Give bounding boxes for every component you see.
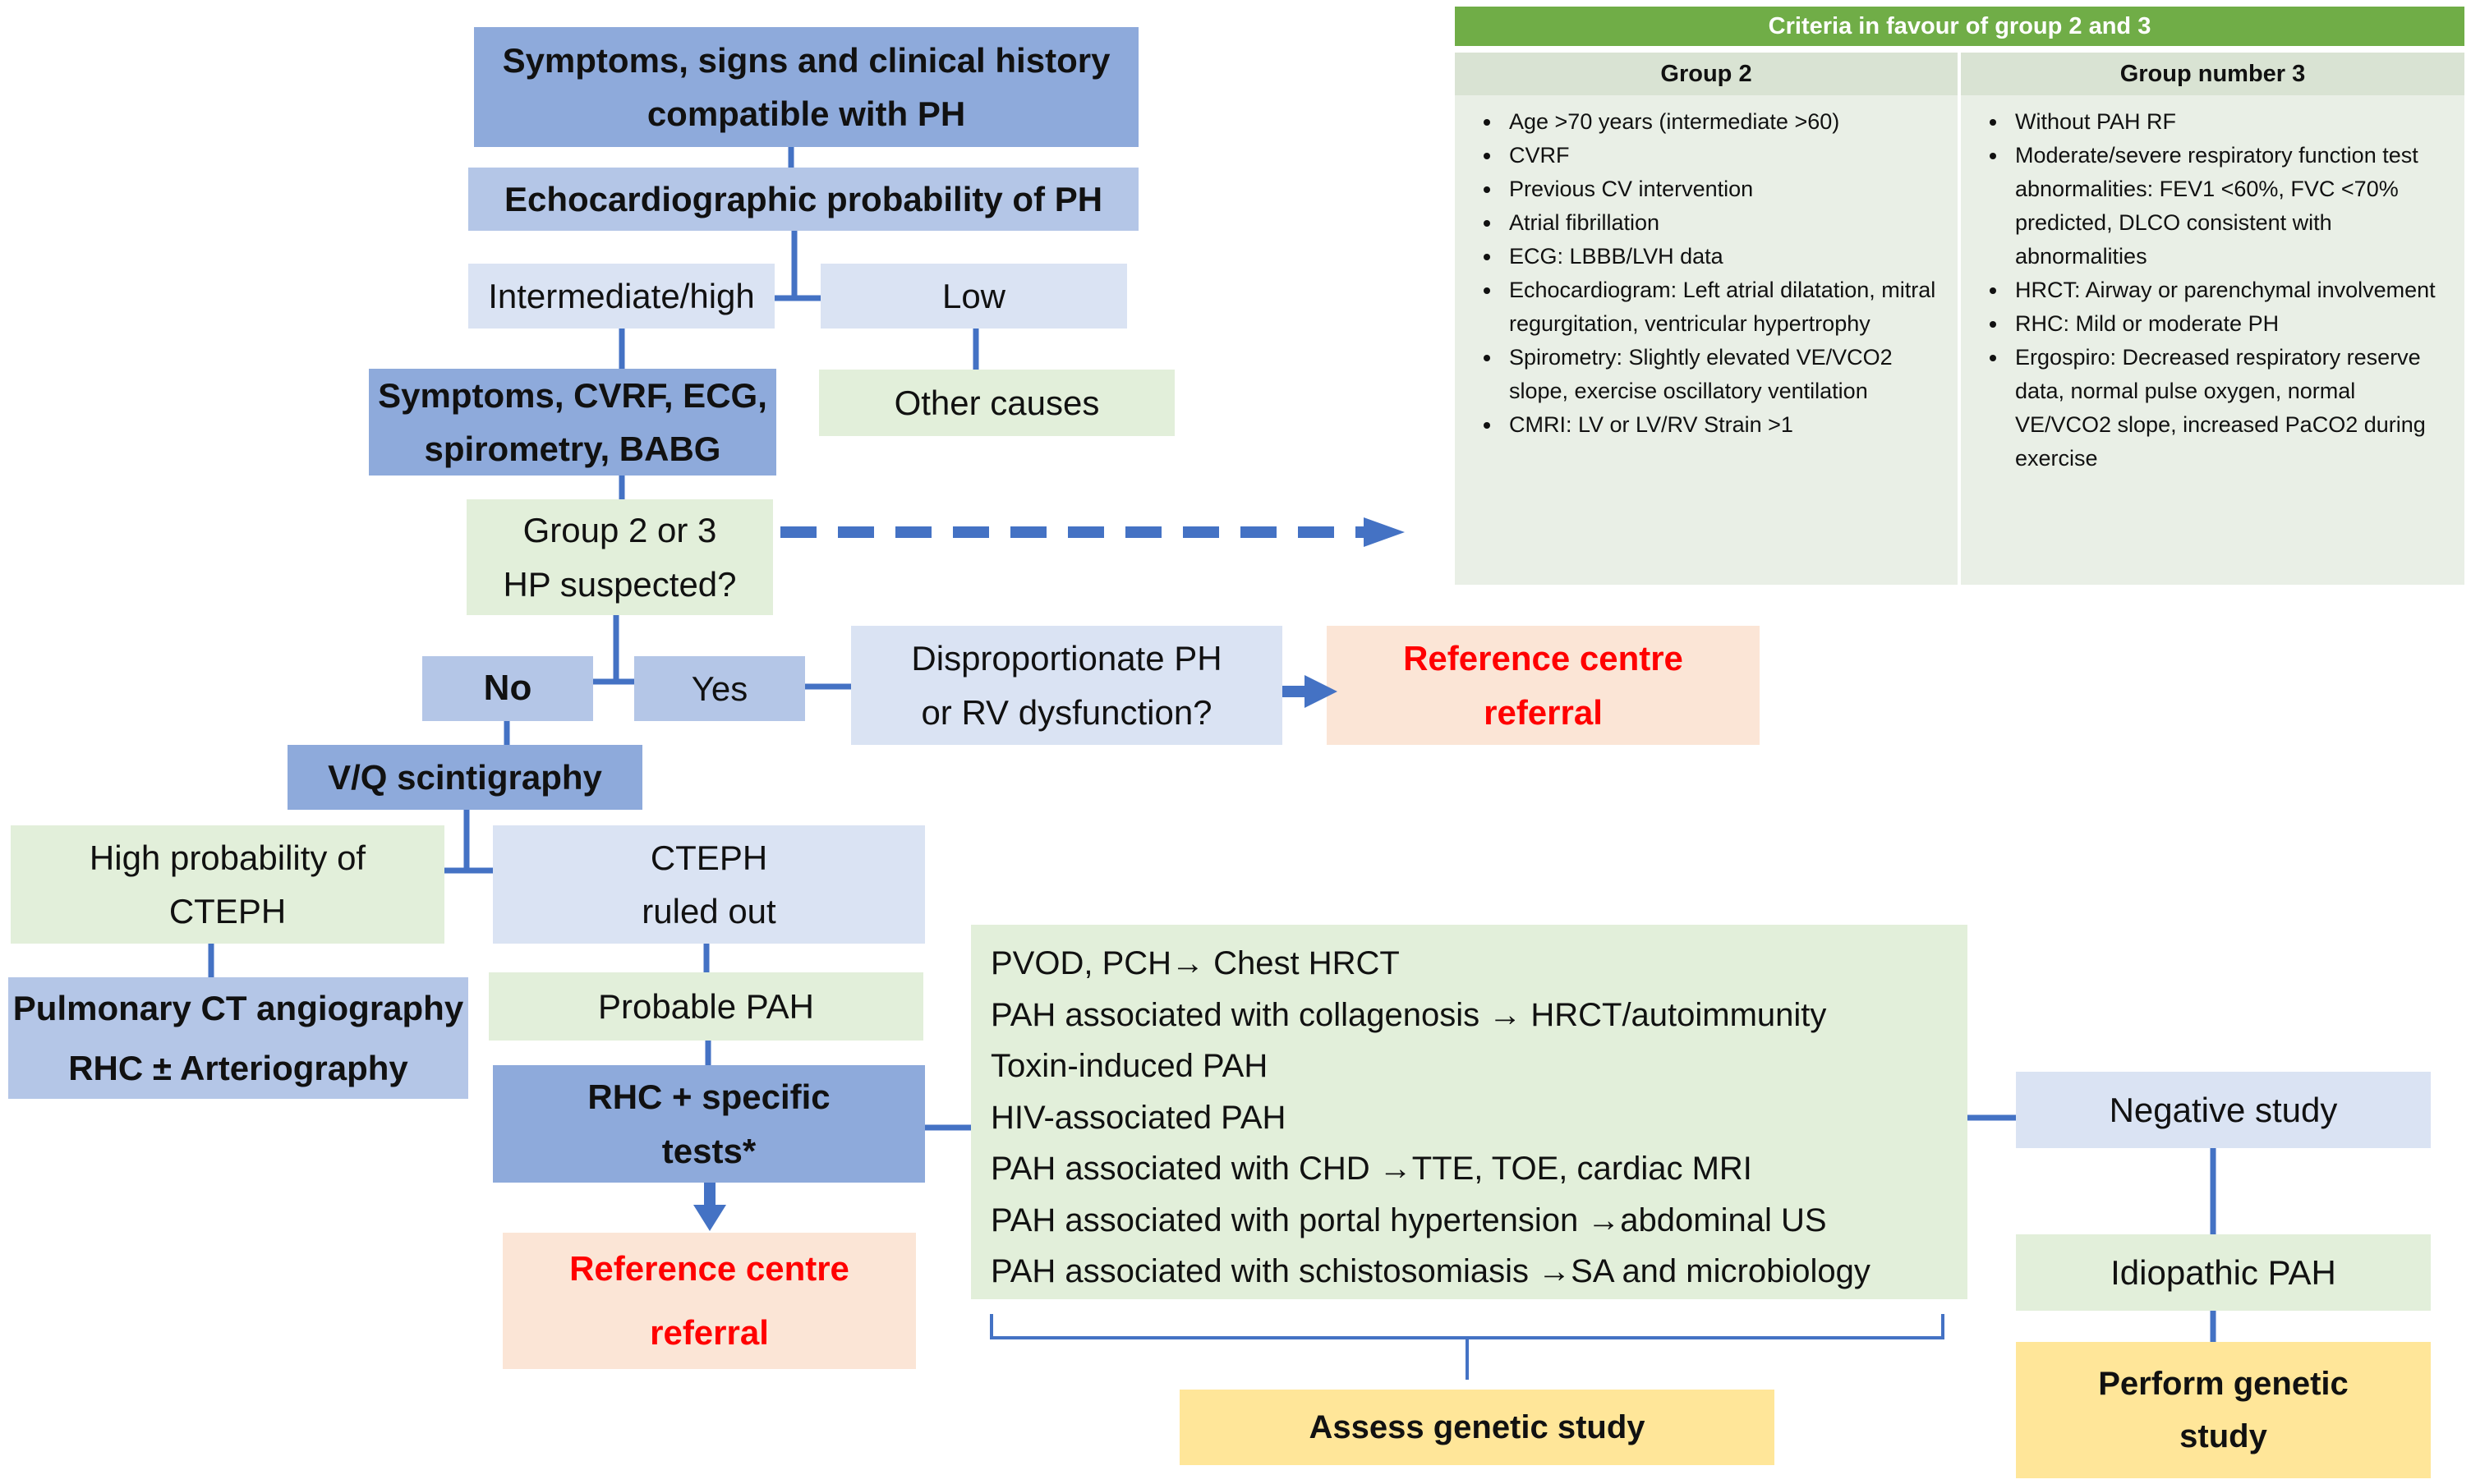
cteph-high-line-1: High probability of <box>89 838 366 877</box>
disproportionate-line-2: or RV dysfunction? <box>921 692 1212 732</box>
probable-pah-box: Probable PAH <box>489 972 923 1041</box>
start-line-2: compatible with PH <box>647 94 966 133</box>
group3-column: Group number 3 Without PAH RF Moderate/s… <box>1961 53 2464 585</box>
ct-angio-line-1: Pulmonary CT angiography <box>12 988 464 1027</box>
start-line-1: Symptoms, signs and clinical history <box>502 40 1111 80</box>
arrow-to-referral-bottom <box>693 1183 726 1231</box>
echo-box: Echocardiographic probability of PH <box>468 168 1139 231</box>
ct-angio-box: Pulmonary CT angiography RHC ± Arteriogr… <box>8 977 468 1099</box>
group3-item: RHC: Mild or moderate PH <box>2009 307 2456 341</box>
group-question-line-2: HP suspected? <box>503 564 737 604</box>
group-question-box: Group 2 or 3 HP suspected? <box>467 499 773 615</box>
perform-genetic-line-1: Perform genetic <box>2098 1366 2349 1402</box>
cteph-out-box: CTEPH ruled out <box>493 825 925 944</box>
assessment-line-1: Symptoms, CVRF, ECG, <box>378 375 767 415</box>
referral-top-line-1: Reference centre <box>1403 639 1683 678</box>
bracket-to-assess-genetic <box>990 1314 1944 1380</box>
pah-subtype-item: PAH associated with collagenosis → HRCT/… <box>991 996 1827 1033</box>
cteph-high-box: High probability of CTEPH <box>11 825 444 944</box>
group2-column: Group 2 Age >70 years (intermediate >60)… <box>1455 53 1958 585</box>
cteph-out-line-1: CTEPH <box>650 838 768 877</box>
assessment-line-2: spirometry, BABG <box>424 430 721 468</box>
group3-item: HRCT: Airway or parenchymal involvement <box>2009 273 2456 307</box>
group2-item: ECG: LBBB/LVH data <box>1502 240 1949 273</box>
assess-genetic-box: Assess genetic study <box>1180 1390 1774 1465</box>
negative-study-box: Negative study <box>2016 1072 2431 1148</box>
other-causes-box: Other causes <box>819 370 1175 436</box>
criteria-table: Criteria in favour of group 2 and 3 Grou… <box>1455 7 2464 585</box>
echo-label: Echocardiographic probability of PH <box>504 179 1103 218</box>
probable-pah-label: Probable PAH <box>597 986 815 1026</box>
answer-no-label: No <box>483 668 532 709</box>
pah-subtype-item: HIV-associated PAH <box>991 1099 1286 1136</box>
group3-list: Without PAH RF Moderate/severe respirato… <box>1961 95 2464 476</box>
answer-yes-box: Yes <box>634 656 805 721</box>
idiopathic-pah-label: Idiopathic PAH <box>2110 1252 2336 1292</box>
start-box: Symptoms, signs and clinical history com… <box>474 27 1139 147</box>
assess-genetic-label: Assess genetic study <box>1309 1409 1645 1445</box>
rhc-line-2: tests* <box>661 1131 757 1170</box>
group3-header: Group number 3 <box>1961 53 2464 95</box>
group3-item: Without PAH RF <box>2009 105 2456 139</box>
cteph-out-line-2: ruled out <box>642 892 776 930</box>
group2-item: Atrial fibrillation <box>1502 206 1949 240</box>
group2-item: Age >70 years (intermediate >60) <box>1502 105 1949 139</box>
other-causes-label: Other causes <box>894 383 1100 422</box>
rhc-line-1: RHC + specific <box>587 1077 831 1117</box>
pah-subtype-item: PAH associated with portal hypertension … <box>991 1201 1827 1238</box>
echo-low-box: Low <box>821 264 1127 329</box>
ct-angio-line-2: RHC ± Arteriography <box>68 1049 408 1087</box>
perform-genetic-box: Perform genetic study <box>2016 1342 2431 1478</box>
answer-yes-label: Yes <box>691 668 748 708</box>
pah-subtype-item: PVOD, PCH→ Chest HRCT <box>991 945 1400 981</box>
answer-no-box: No <box>422 656 593 721</box>
negative-study-label: Negative study <box>2109 1090 2338 1129</box>
rhc-box: RHC + specific tests* <box>493 1065 925 1183</box>
echo-low-label: Low <box>941 276 1006 315</box>
referral-bottom-box: Reference centre referral <box>503 1233 916 1369</box>
echo-high-box: Intermediate/high <box>468 264 775 329</box>
group2-item: Spirometry: Slightly elevated VE/VCO2 sl… <box>1502 341 1949 408</box>
pah-subtype-item: PAH associated with schistosomiasis →SA … <box>991 1253 1871 1289</box>
group3-item: Ergospiro: Decreased respiratory reserve… <box>2009 341 2456 476</box>
cteph-high-line-2: CTEPH <box>168 892 287 930</box>
group2-item: CVRF <box>1502 139 1949 172</box>
criteria-title: Criteria in favour of group 2 and 3 <box>1455 7 2464 46</box>
perform-genetic-line-2: study <box>2179 1418 2267 1454</box>
group-question-line-1: Group 2 or 3 <box>522 511 717 550</box>
group2-item: Previous CV intervention <box>1502 172 1949 206</box>
assessment-box: Symptoms, CVRF, ECG, spirometry, BABG <box>369 369 776 476</box>
vq-box: V/Q scintigraphy <box>288 745 642 810</box>
referral-top-box: Reference centre referral <box>1327 626 1760 745</box>
idiopathic-pah-box: Idiopathic PAH <box>2016 1234 2431 1311</box>
vq-label: V/Q scintigraphy <box>328 757 602 797</box>
group2-header: Group 2 <box>1455 53 1958 95</box>
referral-top-line-2: referral <box>1484 692 1603 732</box>
group3-item: Moderate/severe respiratory function tes… <box>2009 139 2456 273</box>
pah-subtype-item: PAH associated with CHD →TTE, TOE, cardi… <box>991 1151 1752 1187</box>
referral-bottom-line-2: referral <box>650 1313 769 1352</box>
dashed-arrow-to-criteria <box>780 517 1405 547</box>
disproportionate-box: Disproportionate PH or RV dysfunction? <box>851 626 1282 745</box>
echo-high-label: Intermediate/high <box>488 276 755 315</box>
pah-subtype-item: Toxin-induced PAH <box>991 1048 1268 1084</box>
group2-item: Echocardiogram: Left atrial dilatation, … <box>1502 273 1949 341</box>
referral-bottom-line-1: Reference centre <box>569 1249 849 1289</box>
pah-subtypes-box: PVOD, PCH→ Chest HRCT PAH associated wit… <box>971 925 1967 1299</box>
disproportionate-line-1: Disproportionate PH <box>911 639 1222 678</box>
group2-item: CMRI: LV or LV/RV Strain >1 <box>1502 408 1949 442</box>
group2-list: Age >70 years (intermediate >60) CVRF Pr… <box>1455 95 1958 442</box>
